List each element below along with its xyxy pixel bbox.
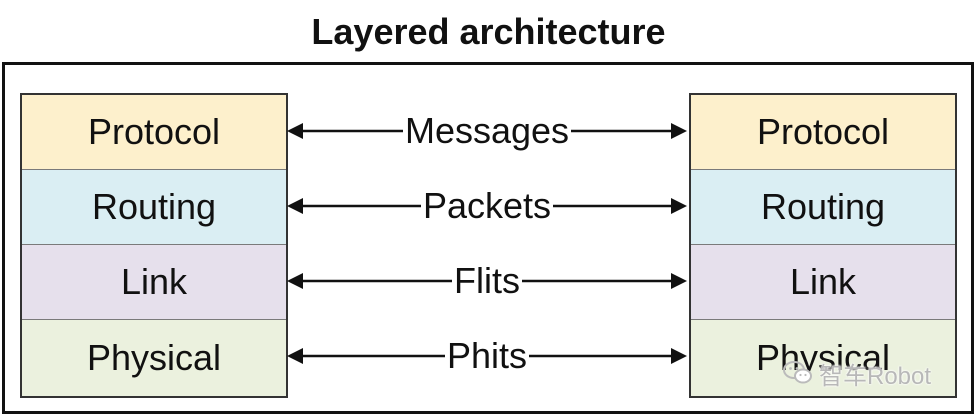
watermark-text: 智车Robot	[819, 362, 932, 390]
left-layer-protocol: Protocol	[22, 95, 286, 170]
left-layer-link: Link	[22, 245, 286, 320]
left-layer-routing: Routing	[22, 170, 286, 245]
left-layer-stack: Protocol Routing Link Physical	[20, 93, 288, 398]
watermark: 智车Robot	[783, 357, 932, 390]
wechat-icon	[783, 361, 812, 384]
arrow-label-phits: Phits	[444, 335, 530, 376]
arrow-packets: Packets	[287, 186, 687, 226]
arrow-messages: Messages	[287, 111, 687, 151]
architecture-frame	[2, 62, 974, 414]
right-layer-link: Link	[691, 245, 955, 320]
arrow-phits: Phits	[287, 336, 687, 376]
arrow-label-packets: Packets	[420, 185, 554, 226]
right-layer-routing: Routing	[691, 170, 955, 245]
arrow-label-flits: Flits	[452, 260, 522, 301]
right-layer-protocol: Protocol	[691, 95, 955, 170]
left-layer-physical: Physical	[22, 320, 286, 396]
diagram-title: Layered architecture	[311, 11, 666, 52]
right-layer-stack: Protocol Routing Link Physical	[689, 93, 957, 398]
right-layer-physical: Physical	[691, 320, 955, 396]
arrow-flits: Flits	[287, 261, 687, 301]
arrow-label-messages: Messages	[402, 110, 572, 151]
